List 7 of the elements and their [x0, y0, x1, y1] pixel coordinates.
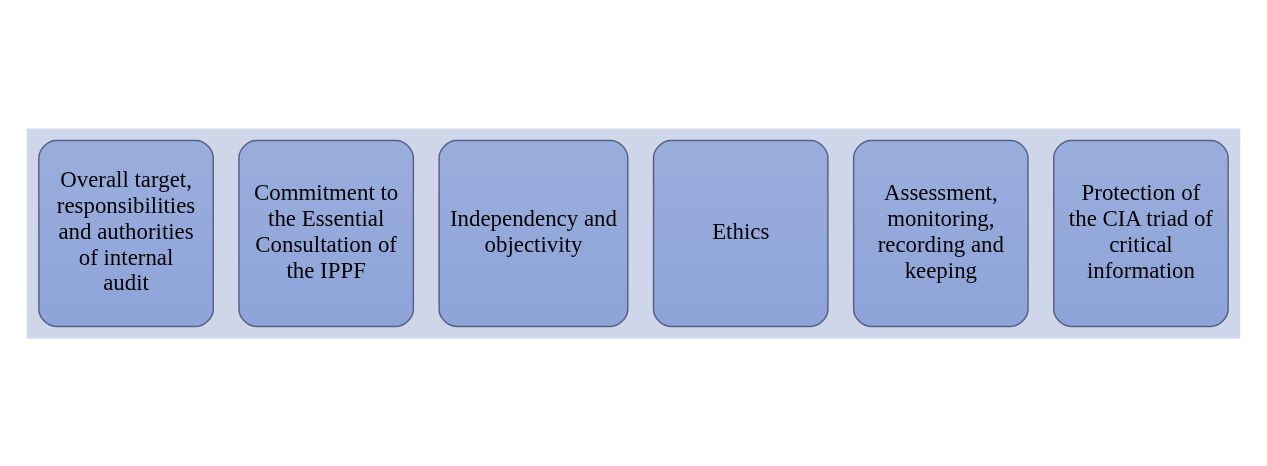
- node-box: Protection of the CIA triad of critical information: [1053, 139, 1229, 327]
- node-box: Independency and objectivity: [438, 139, 629, 327]
- cluster: [26, 127, 1241, 339]
- node-box: Ethics: [652, 139, 829, 327]
- node-box: Commitment to the Essential Consultation of the IPPF: [238, 139, 415, 327]
- node-box: Assessment, monitoring, recording and keeping: [852, 139, 1029, 327]
- node-box: Overall target, responsibilities and authorities of internal audit: [38, 139, 214, 327]
